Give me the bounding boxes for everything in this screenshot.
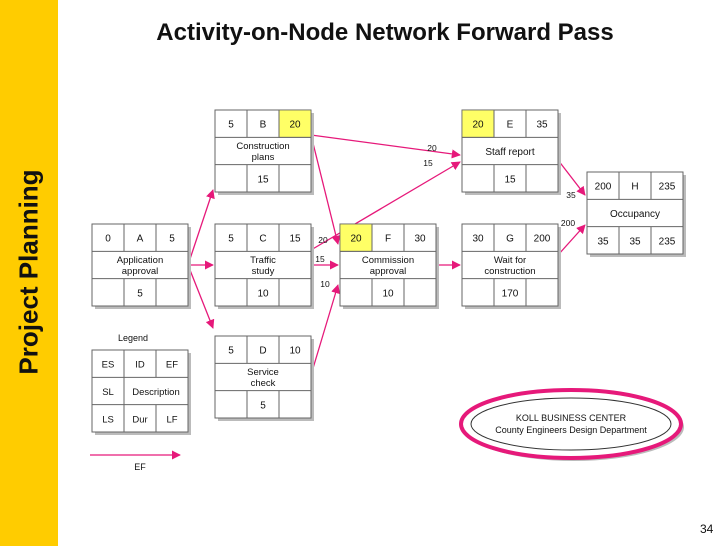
node-es: 0 (105, 234, 111, 245)
node-es: 5 (228, 234, 234, 245)
network-arrow (310, 134, 461, 159)
node-description: approval (370, 266, 406, 277)
node-ef: 200 (534, 234, 551, 245)
node-description: Traffic (250, 255, 276, 266)
network-arrow (187, 189, 215, 266)
node-duration: 35 (629, 236, 641, 247)
node-duration: 5 (137, 288, 143, 299)
node-description: Wait for (494, 255, 526, 266)
legend-lf: LF (166, 414, 177, 425)
node-es: 20 (350, 234, 362, 245)
network-arrow (187, 264, 215, 329)
node-es: 200 (595, 182, 612, 193)
legend-dur: Dur (132, 414, 147, 425)
node-id: C (259, 234, 266, 245)
network-arrow (310, 284, 341, 376)
node-es: 20 (472, 120, 484, 131)
node-id: B (260, 120, 267, 131)
arrow-label: 10 (320, 279, 330, 289)
arrow-label: 35 (566, 190, 576, 200)
node-duration: 15 (257, 174, 269, 185)
koll-business-center-seal: KOLL BUSINESS CENTER County Engineers Des… (459, 388, 684, 461)
node-duration: 5 (260, 400, 266, 411)
legend-sl: SL (102, 387, 114, 398)
legend-description: Description (132, 387, 180, 398)
node-description: construction (484, 266, 535, 277)
node-id: H (631, 182, 638, 193)
node-ef: 10 (289, 346, 301, 357)
node-es: 30 (472, 234, 484, 245)
arrow-label: 20 (427, 143, 437, 153)
node-duration: 10 (257, 288, 269, 299)
arrow-label: 20 (318, 235, 328, 245)
network-arrow (310, 134, 341, 245)
node-description: Application (117, 255, 163, 266)
node-duration: 10 (382, 288, 394, 299)
node-ef: 30 (414, 234, 426, 245)
node-description: Commission (362, 255, 414, 266)
legend-title: Legend (118, 333, 148, 343)
node-lf: 235 (659, 236, 676, 247)
node-ef: 35 (536, 120, 548, 131)
legend-arrow-label: EF (134, 462, 146, 472)
network-arrow (557, 159, 586, 196)
arrow-label: 15 (423, 158, 433, 168)
node-duration: 170 (502, 288, 519, 299)
legend-id: ID (135, 360, 145, 371)
seal-line-2: County Engineers Design Department (495, 425, 647, 435)
seal-line-1: KOLL BUSINESS CENTER (516, 413, 627, 423)
node-id: F (385, 234, 391, 245)
node-id: E (507, 120, 514, 131)
arrow-label: 200 (561, 218, 575, 228)
network-arrow (310, 161, 461, 251)
network-arrow (557, 224, 586, 256)
arrow-label: 15 (315, 254, 325, 264)
node-description: study (252, 266, 275, 277)
node-description: approval (122, 266, 158, 277)
node-description: Occupancy (610, 209, 660, 220)
node-es: 5 (228, 346, 234, 357)
node-description: Service (247, 367, 279, 378)
node-description: Staff report (485, 147, 535, 158)
node-id: G (506, 234, 514, 245)
legend-ls: LS (102, 414, 114, 425)
node-ls: 35 (597, 236, 609, 247)
node-description: check (251, 378, 276, 389)
node-id: A (137, 234, 144, 245)
node-ef: 15 (289, 234, 301, 245)
node-duration: 15 (504, 174, 516, 185)
node-description: plans (252, 152, 275, 163)
node-id: D (259, 346, 266, 357)
page-number: 34 (700, 522, 714, 536)
node-ef: 20 (289, 120, 301, 131)
sidebar: Project Planning (0, 0, 58, 546)
slide-title: Activity-on-Node Network Forward Pass (156, 19, 614, 46)
legend-es: ES (102, 360, 115, 371)
node-description: Construction (236, 141, 289, 152)
node-ef: 5 (169, 234, 175, 245)
legend-ef: EF (166, 360, 178, 371)
node-ef: 235 (659, 182, 676, 193)
node-es: 5 (228, 120, 234, 131)
